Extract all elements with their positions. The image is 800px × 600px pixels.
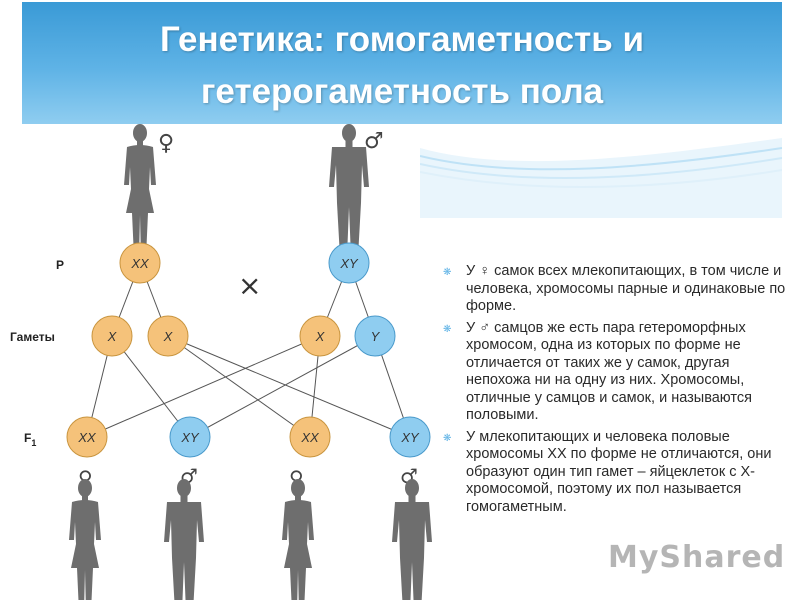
offspring-4-male-silhouette-icon: [392, 479, 432, 600]
title-line-2: гетерогаметность пола: [200, 72, 604, 111]
offspring-3-female-silhouette-icon: [282, 479, 314, 600]
row-label-f1: F1: [24, 431, 36, 448]
bullet-item: ❋ У ♂ самцов же есть пара гетероморфных …: [440, 320, 790, 425]
bullet-text: У млекопитающих и человека половые хромо…: [466, 428, 772, 515]
title-line-1: Генетика: гомогаметность и: [159, 20, 645, 59]
inheritance-diagram: ♀ ♂ P Гаметы F1 × XX XY X X X Y XX XY: [10, 124, 432, 600]
row-label-p: P: [56, 258, 64, 272]
svg-text:XX: XX: [300, 430, 320, 445]
parent-female-genotype: XX: [119, 242, 161, 284]
bullet-text: У ♂ самцов же есть пара гетероморфных хр…: [466, 319, 752, 424]
offspring-2: XY: [169, 416, 211, 458]
gamete-male-y: Y: [354, 315, 396, 357]
female-silhouette-icon: [124, 124, 156, 257]
bullet-text: У ♀ самок всех млекопитающих, в том числ…: [466, 263, 786, 314]
row-label-gametes: Гаметы: [10, 330, 55, 344]
svg-text:X: X: [163, 329, 174, 344]
offspring-1-female-silhouette-icon: [69, 479, 101, 600]
bullet-mark-icon: ❋: [443, 323, 452, 335]
offspring-4: XY: [389, 416, 431, 458]
svg-text:XY: XY: [339, 256, 359, 271]
title-banner: [22, 2, 782, 124]
bullet-item: ❋ У млекопитающих и человека половые хро…: [440, 429, 790, 517]
svg-text:X: X: [107, 329, 118, 344]
svg-text:Y: Y: [371, 329, 381, 344]
offspring-1: XX: [66, 416, 108, 458]
gamete-female-1: X: [91, 315, 133, 357]
bullet-mark-icon: ❋: [443, 432, 452, 444]
decorative-wave: [420, 138, 782, 218]
svg-text:XX: XX: [77, 430, 97, 445]
svg-text:XY: XY: [400, 430, 420, 445]
cross-symbol: ×: [238, 269, 261, 302]
male-silhouette-icon: [329, 124, 369, 257]
female-symbol: ♀: [158, 131, 174, 156]
page-title: Генетика: гомогаметность и гетерогаметно…: [22, 14, 782, 118]
offspring-3: XX: [289, 416, 331, 458]
gamete-male-x: X: [299, 315, 341, 357]
parent-male-genotype: XY: [328, 242, 370, 284]
male-symbol: ♂: [364, 129, 384, 154]
watermark: MyShared: [608, 540, 786, 575]
svg-text:XY: XY: [180, 430, 200, 445]
bullet-mark-icon: ❋: [443, 267, 452, 278]
description-list: ❋ У ♀ самок всех млекопитающих, в том чи…: [440, 263, 790, 520]
gamete-female-2: X: [147, 315, 189, 357]
offspring-2-male-silhouette-icon: [164, 479, 204, 600]
svg-text:X: X: [315, 329, 326, 344]
svg-text:XX: XX: [130, 256, 150, 271]
bullet-item: ❋ У ♀ самок всех млекопитающих, в том чи…: [440, 263, 790, 316]
